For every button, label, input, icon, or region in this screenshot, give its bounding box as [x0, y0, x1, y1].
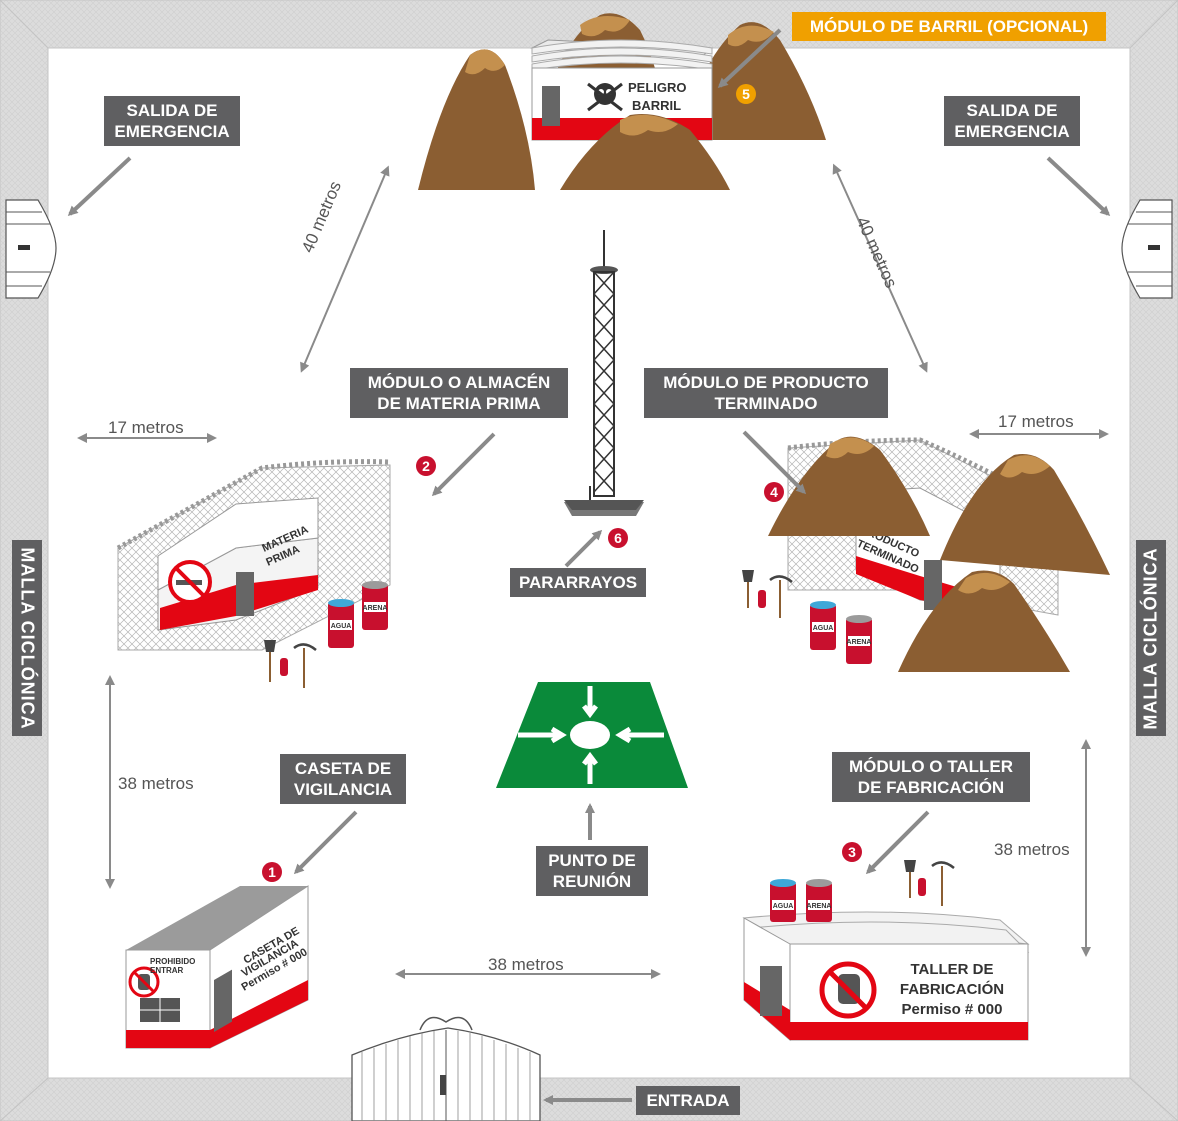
no-smoking-icon [168, 560, 212, 604]
pickaxe-icon [769, 575, 793, 618]
caseta-entrar: ENTRAR [150, 966, 184, 975]
label-pararrayos: PARARRAYOS [510, 568, 646, 597]
taller-sign-line1: TALLER DE [910, 961, 993, 978]
skull-icon [587, 82, 623, 112]
pickaxe-icon [293, 643, 317, 688]
label-entrada: ENTRADA [636, 1086, 740, 1115]
barrel-label-agua-right: AGUA [813, 625, 834, 632]
barrel-icon: ARENA [362, 581, 388, 630]
barrel-icon: ARENA [806, 879, 832, 922]
marker-3: 3 [842, 842, 862, 862]
dirt-mound [768, 436, 930, 536]
materia-prima-compound: MATERIA PRIMA [116, 459, 391, 651]
marker-6: 6 [608, 528, 628, 548]
label-taller: MÓDULO O TALLER DE FABRICACIÓN [832, 752, 1030, 802]
barrel-icon: ARENA [846, 615, 872, 664]
shovel-icon [264, 640, 276, 682]
barrel-icon: AGUA [328, 599, 354, 648]
assembly-point-icon [496, 682, 688, 788]
barrel-label-arena-right: ARENA [847, 639, 872, 646]
label-producto-terminado: MÓDULO DE PRODUCTO TERMINADO [644, 368, 888, 418]
label-salida-left: SALIDA DE EMERGENCIA [104, 96, 240, 146]
fire-extinguisher-icon [280, 658, 288, 676]
barrel-icon: AGUA [770, 879, 796, 922]
distance-arrows [77, 163, 1109, 979]
dirt-mound [418, 49, 535, 190]
shovel-icon [742, 570, 754, 608]
distance-right-height: 38 metros [994, 840, 1070, 859]
barrel-sign-line2: BARRIL [632, 98, 681, 113]
taller-permiso: Permiso # 000 [902, 1001, 1003, 1018]
gate-icon [351, 1016, 541, 1121]
distance-right-width: 17 metros [998, 412, 1074, 431]
marker-2: 2 [416, 456, 436, 476]
taller-sign-line2: FABRICACIÓN [900, 980, 1004, 998]
barrel-sign-line1: PELIGRO [628, 80, 687, 95]
barrel-label-arena: ARENA [363, 605, 388, 612]
label-malla-left: MALLA CICLÓNICA [12, 540, 42, 736]
label-materia-prima: MÓDULO O ALMACÉN DE MATERIA PRIMA [350, 368, 568, 418]
barrel-icon: AGUA [810, 601, 836, 650]
marker-5: 5 [736, 84, 756, 104]
no-entry-hand-icon [819, 961, 877, 1019]
no-entry-hand-icon [128, 966, 160, 998]
distance-left-width: 17 metros [108, 418, 184, 437]
shovel-icon [904, 860, 916, 898]
barrel-label-arena-taller: ARENA [807, 903, 832, 910]
distance-bottom-width: 38 metros [488, 955, 564, 974]
dirt-mound [560, 114, 730, 190]
caseta-building: PROHIBIDO ENTRAR CASETA DE VIGILANCIA Pe… [125, 885, 310, 1049]
label-malla-right: MALLA CICLÓNICA [1136, 540, 1166, 736]
label-salida-right: SALIDA DE EMERGENCIA [944, 96, 1080, 146]
emergency-door-icon [1121, 199, 1173, 299]
dirt-mound [680, 22, 826, 141]
emergency-door-icon [5, 199, 57, 299]
label-barril-opcional: MÓDULO DE BARRIL (OPCIONAL) [792, 12, 1106, 41]
label-caseta: CASETA DE VIGILANCIA [280, 754, 406, 804]
pointer-arrows [67, 28, 1111, 1105]
lightning-rod-icon [564, 230, 644, 516]
malla-left-text: MALLA CICLÓNICA [17, 546, 38, 730]
marker-4: 4 [764, 482, 784, 502]
pickaxe-icon [931, 861, 955, 906]
label-punto-reunion: PUNTO DE REUNIÓN [536, 846, 648, 896]
taller-building: TALLER DE FABRICACIÓN Permiso # 000 [742, 911, 1030, 1042]
barrel-label-agua-taller: AGUA [773, 903, 794, 910]
caseta-prohibido: PROHIBIDO [150, 957, 195, 966]
barrel-label-agua: AGUA [331, 623, 352, 630]
distance-left-height: 38 metros [118, 774, 194, 793]
fire-extinguisher-icon [758, 590, 766, 608]
dirt-mound [940, 454, 1110, 575]
marker-1: 1 [262, 862, 282, 882]
fire-extinguisher-icon [918, 878, 926, 896]
dirt-mound [898, 570, 1070, 672]
malla-right-text: MALLA CICLÓNICA [1140, 546, 1161, 730]
